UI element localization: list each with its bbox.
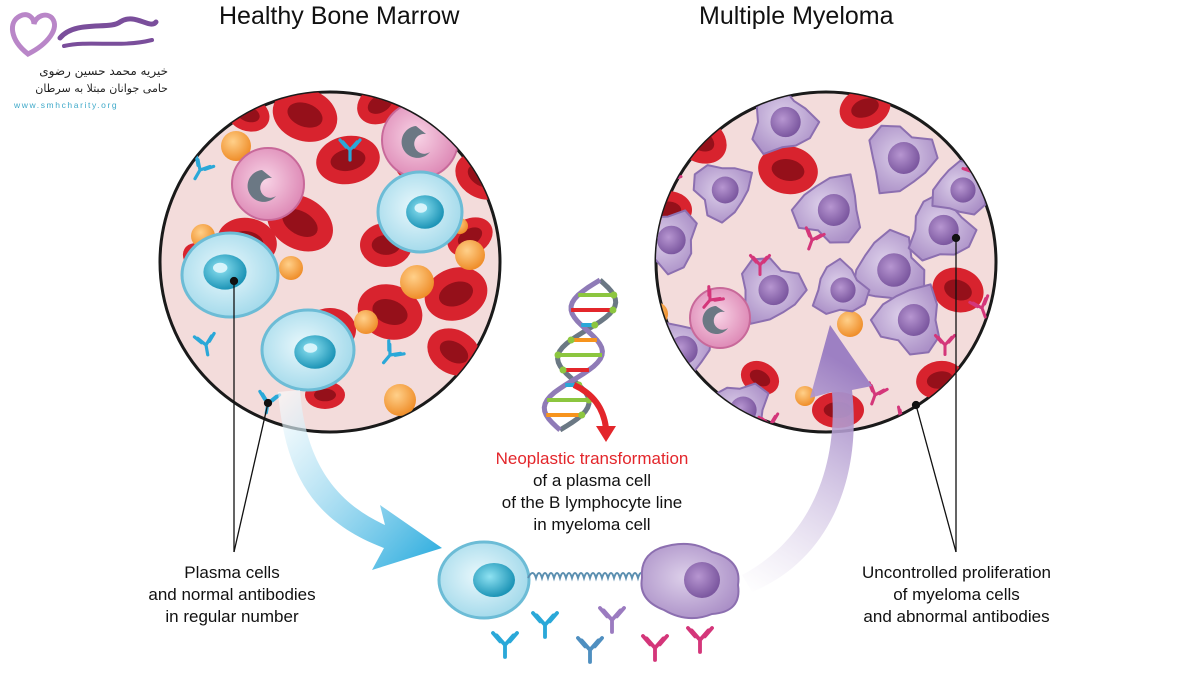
myeloma-cell [692, 164, 753, 224]
coil-path [527, 572, 651, 582]
proliferation-arrow-purple [742, 325, 872, 592]
orange-cell [354, 310, 378, 334]
caption-proliferation-line-2: of myeloma cells [893, 585, 1020, 604]
red-blood-cell [316, 135, 380, 185]
antibody-icon [728, 92, 752, 104]
myeloma-cell [790, 173, 862, 244]
pink-cell [689, 287, 751, 349]
antibody-icon [381, 339, 406, 365]
antibody-icon [804, 226, 826, 251]
dna-helix-icon [541, 277, 619, 433]
orange-cell [837, 311, 863, 337]
caption-transformation-highlight: Neoplastic transformation [495, 449, 689, 468]
antibody-icon [576, 636, 604, 664]
antibody-icon [933, 333, 957, 357]
red-blood-cell [272, 92, 338, 142]
orange-cell [455, 240, 485, 270]
myeloma-cell [741, 257, 808, 325]
antibody-icon [641, 634, 669, 662]
antibody-icon [867, 381, 889, 406]
healthy-marrow-circle [158, 90, 538, 434]
pointer-lines [229, 233, 961, 553]
myeloma-cell [751, 92, 821, 156]
caption-transformation: Neoplastic transformation of a plasma ce… [472, 448, 712, 536]
antibody-icon [702, 285, 725, 309]
caption-plasma-line-3: in regular number [165, 607, 299, 626]
dna-node [591, 321, 599, 329]
logo-line-1: خیریه محمد حسین رضوی [39, 64, 168, 78]
antibody-icon [491, 631, 519, 659]
orange-cell [384, 384, 416, 416]
logo: خیریه محمد حسین رضوی حامی جوانان مبتلا ب… [6, 4, 168, 114]
dna-node [554, 351, 562, 359]
caption-proliferation-line-3: and abnormal antibodies [863, 607, 1050, 626]
antibody-icon [193, 154, 216, 181]
antibody-icon [512, 190, 538, 216]
orange-cell [483, 118, 500, 140]
plasma-cell [180, 231, 280, 319]
dna-node [609, 306, 617, 314]
logo-url: www.smhcharity.org [14, 100, 119, 110]
caption-plasma-cells: Plasma cells and normal antibodies in re… [112, 562, 352, 628]
orange-cell [795, 386, 815, 406]
antibody-icon [598, 606, 626, 634]
myeloma-cell [868, 124, 939, 195]
coil-connector [527, 572, 651, 582]
dna-node [610, 291, 618, 299]
caption-proliferation-line-1: Uncontrolled proliferation [862, 563, 1051, 582]
dna-node [578, 411, 586, 419]
red-blood-cell [758, 145, 818, 195]
transformation-arrow-blue [278, 390, 442, 570]
bottom-plasma-cell [437, 540, 531, 620]
caption-plasma-line-1: Plasma cells [184, 563, 280, 582]
plasma-cells [180, 170, 464, 392]
title-myeloma: Multiple Myeloma [699, 2, 894, 30]
dna-node [567, 336, 575, 344]
antibody-icon [430, 95, 453, 121]
logo-line-2: حامی جوانان مبتلا به سرطان [35, 82, 168, 95]
antibody-icon [338, 138, 362, 162]
orange-cell [656, 302, 668, 326]
caption-transformation-line-1: of a plasma cell [532, 471, 652, 490]
myeloma-cell [907, 192, 978, 262]
dna-node [559, 366, 567, 374]
caption-transformation-line-3: in myeloma cell [533, 515, 651, 534]
plasma-cell [260, 308, 356, 392]
myeloma-cell [811, 257, 871, 315]
antibody-icon [788, 68, 812, 92]
myeloma-cell [656, 209, 698, 276]
orange-cell [221, 131, 251, 161]
antibody-icon [968, 294, 990, 319]
bottom-antibodies [491, 606, 714, 664]
title-healthy: Healthy Bone Marrow [219, 2, 460, 30]
plasma-cell [376, 170, 464, 254]
red-blood-cell [424, 267, 488, 321]
bottom-myeloma-cell [640, 542, 740, 620]
antibody-icon [748, 253, 772, 277]
orange-cell [279, 256, 303, 280]
antibody-icon [531, 611, 559, 639]
caption-proliferation: Uncontrolled proliferation of myeloma ce… [834, 562, 1079, 628]
antibody-icon [838, 66, 862, 90]
antibody-icon [686, 626, 714, 654]
red-curved-arrow-icon [572, 382, 616, 442]
myeloma-cell [869, 283, 940, 356]
caption-plasma-line-2: and normal antibodies [148, 585, 316, 604]
orange-cell [400, 265, 434, 299]
caption-transformation-line-2: of the B lymphocyte line [501, 493, 683, 512]
logo-heart-icon [10, 12, 159, 57]
antibody-icon [192, 331, 216, 357]
antibody-icon [629, 289, 651, 311]
myeloma-cell [707, 382, 770, 432]
